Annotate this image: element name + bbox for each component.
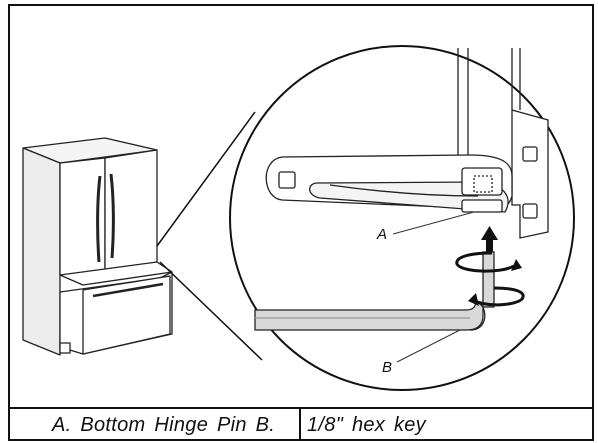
refrigerator-icon: [22, 137, 173, 356]
rotate-arrow-icon: [455, 251, 525, 307]
caption-b: 1/8" hex key: [307, 414, 426, 436]
leader-b: [396, 329, 461, 363]
up-arrow-icon: [481, 226, 498, 262]
hinge-detail: [265, 48, 549, 239]
hex-key: [254, 251, 495, 331]
caption-a: A. Bottom Hinge Pin B.: [52, 414, 276, 436]
zoom-line-bottom: [159, 261, 263, 361]
callout-b: B: [382, 359, 393, 376]
callout-a: A: [377, 226, 388, 243]
zoom-line-top: [156, 111, 256, 247]
leader-a: [392, 211, 475, 235]
